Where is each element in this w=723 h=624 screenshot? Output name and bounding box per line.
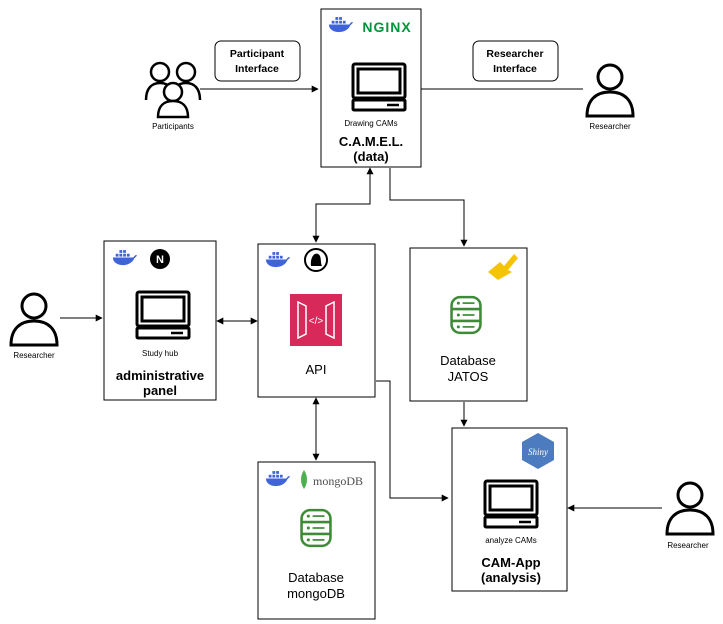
camapp-title-2: (analysis) xyxy=(481,570,541,585)
researcher-left-icon xyxy=(9,292,59,347)
mongo-title-1: Database xyxy=(288,570,344,585)
researcher-interface-box xyxy=(472,40,559,82)
camapp-title-1: CAM-App xyxy=(481,555,540,570)
express-logo-icon xyxy=(304,248,328,272)
participants-icon xyxy=(144,61,202,119)
researcher-bottom-icon xyxy=(665,481,715,536)
mongodb-leaf-icon xyxy=(301,470,307,489)
nextjs-logo-icon xyxy=(150,249,170,269)
participant-interface-label-1: Participant xyxy=(230,48,285,60)
researcher-interface-label-2: Interface xyxy=(493,63,537,75)
nextjs-logo-letter: N xyxy=(156,254,164,266)
researcher-left-label: Researcher xyxy=(13,351,55,360)
jatos-logo-icon xyxy=(488,254,518,280)
camel-api-arrow xyxy=(312,167,374,243)
nginx-logo: NGINX xyxy=(362,19,411,35)
api-title: API xyxy=(306,362,327,377)
camapp-caption: analyze CAMs xyxy=(485,536,537,545)
camel-title-1: C.A.M.E.L. xyxy=(339,134,403,149)
admin-title-2: panel xyxy=(143,383,177,398)
shiny-logo-icon: Shiny xyxy=(522,433,554,469)
api-gateway-icon: </> xyxy=(290,294,342,346)
admin-monitor-icon xyxy=(135,290,191,340)
participants-label: Participants xyxy=(152,122,194,131)
researcher-bottom-label: Researcher xyxy=(667,541,709,550)
shiny-logo-text: Shiny xyxy=(528,447,548,457)
camapp-monitor-icon xyxy=(483,479,539,529)
participant-interface-label-2: Interface xyxy=(235,63,279,75)
admin-caption: Study hub xyxy=(142,349,179,358)
mongo-database-icon xyxy=(300,508,332,548)
camel-caption: Drawing CAMs xyxy=(344,119,397,128)
researcher-interface-label-1: Researcher xyxy=(486,48,543,60)
participant-interface-box xyxy=(214,40,301,82)
mongodb-logo: mongoDB xyxy=(313,474,363,488)
researcher-top-icon xyxy=(585,63,635,118)
camel-monitor-icon xyxy=(351,62,407,112)
jatos-title-2: JATOS xyxy=(448,369,489,384)
api-camapp-arrow xyxy=(376,380,449,502)
camel-title-2: (data) xyxy=(353,149,388,164)
mongo-title-2: mongoDB xyxy=(287,586,345,601)
admin-title-1: administrative xyxy=(116,368,204,383)
researcher-top-label: Researcher xyxy=(589,122,631,131)
jatos-title-1: Database xyxy=(440,353,496,368)
jatos-database-icon xyxy=(450,295,482,335)
api-code-glyph: </> xyxy=(309,316,324,327)
camel-jatos-arrow xyxy=(389,168,468,247)
